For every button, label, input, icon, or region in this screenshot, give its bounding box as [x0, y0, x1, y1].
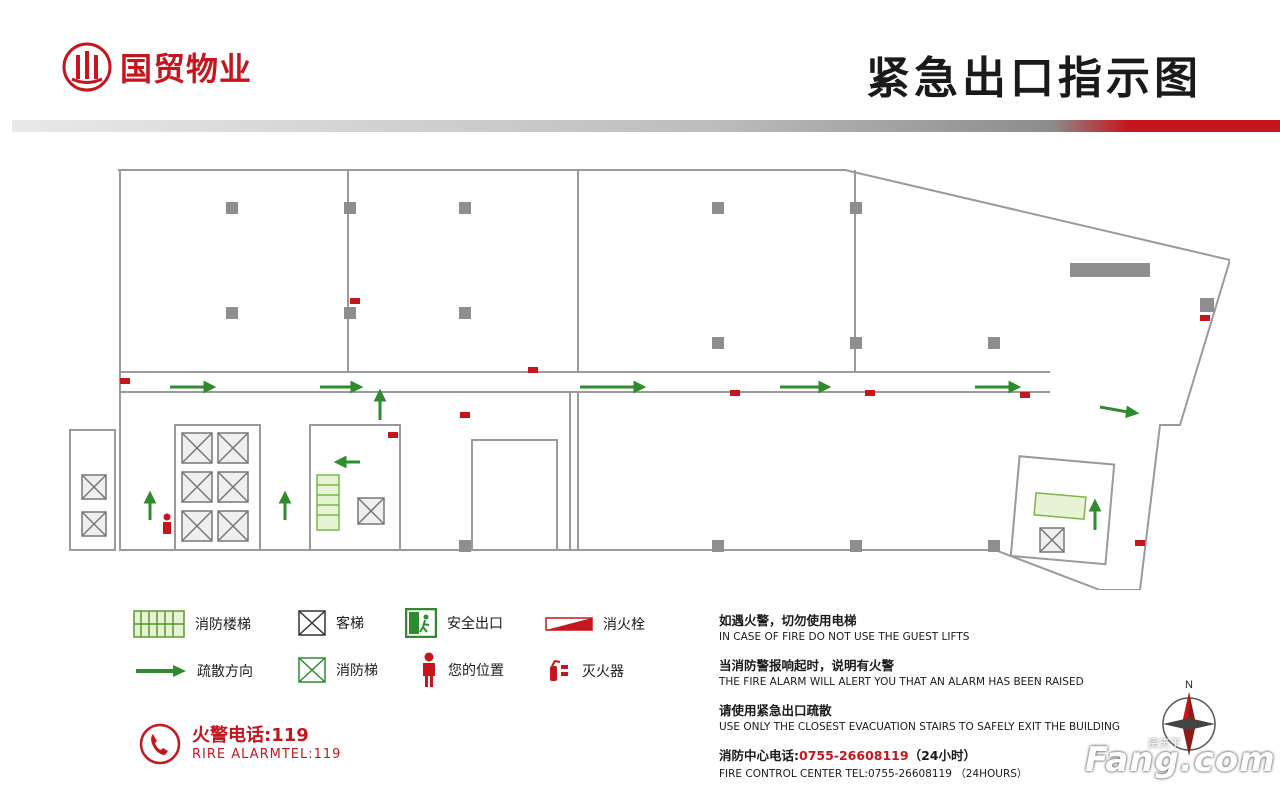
- compass-north-label: N: [1185, 679, 1193, 691]
- structural-columns: [226, 202, 1214, 552]
- legend-you-are-here: 您的位置: [420, 652, 504, 688]
- legend-passenger-lift: 客梯: [298, 610, 364, 636]
- compass-icon: N: [1162, 679, 1216, 756]
- note-4-suffix: （24小时）: [908, 748, 976, 763]
- stair-core-room: [309, 424, 401, 551]
- left-lift-room: [69, 429, 116, 551]
- fire-lift-icon: [298, 657, 326, 683]
- safety-exit-icon: [405, 608, 437, 638]
- fire-stairs-icon: [133, 610, 185, 638]
- legend-evacuation: 疏散方向: [135, 661, 253, 681]
- you-are-here-marker: [163, 513, 171, 534]
- floor-plan: [69, 169, 1230, 590]
- note-1-cn: 如遇火警，切勿使用电梯: [719, 613, 857, 628]
- shaft-room: [471, 439, 558, 551]
- page-title: 紧急出口指示图: [866, 53, 1202, 104]
- watermark: Fang.com: [1085, 740, 1276, 780]
- fire-alarm-block: 火警电话:119 RIRE ALARMTEL:119: [138, 722, 341, 766]
- fire-hydrants: [120, 298, 1210, 546]
- you-are-here-icon: [423, 652, 435, 687]
- fire-extinguisher-icon: [550, 660, 568, 681]
- notes-block: 如遇火警，切勿使用电梯 IN CASE OF FIRE DO NOT USE T…: [719, 602, 1199, 781]
- legend-fire-extinguisher: 灭火器: [548, 660, 624, 682]
- company-logo: 国贸物业: [62, 42, 252, 92]
- fire-hydrant-icon: [545, 617, 593, 631]
- fire-phone-en: RIRE ALARMTEL:119: [192, 747, 342, 762]
- legend-fire-stairs: 消防楼梯: [133, 610, 251, 638]
- company-name: 国贸物业: [120, 50, 253, 88]
- legend-label: 安全出口: [447, 616, 503, 632]
- legend-label: 您的位置: [448, 663, 504, 679]
- legend-label: 消防梯: [336, 663, 378, 679]
- fire-center-number: 0755-26608119: [799, 748, 909, 763]
- note-4-cn: 消防中心电话:0755-26608119（24小时）: [719, 745, 1199, 764]
- lift-core-room: [174, 424, 261, 551]
- watermark-small: 房天下: [1148, 737, 1181, 750]
- legend-label: 灭火器: [582, 664, 624, 680]
- building-outline: [118, 169, 1230, 590]
- legend-label: 消防楼梯: [195, 617, 251, 633]
- note-4-en: FIRE CONTROL CENTER TEL:0755-26608119 （2…: [719, 768, 1028, 780]
- evacuation-routes: [143, 380, 1140, 530]
- legend-fire-lift: 消防梯: [298, 657, 378, 683]
- legend-label: 疏散方向: [197, 664, 253, 680]
- note-3-cn: 请使用紧急出口疏散: [719, 703, 832, 718]
- company-logo-icon: [62, 42, 112, 92]
- phone-icon: [139, 723, 181, 765]
- passenger-lifts: [81, 432, 1065, 553]
- note-2-en: THE FIRE ALARM WILL ALERT YOU THAT AN AL…: [719, 676, 1084, 688]
- legend-label: 客梯: [336, 616, 364, 632]
- legend-fire-hydrant: 消火栓: [545, 614, 645, 634]
- note-2-cn: 当消防警报响起时，说明有火警: [719, 658, 895, 673]
- evacuation-arrow-icon: [136, 665, 186, 677]
- note-3-en: USE ONLY THE CLOSEST EVACUATION STAIRS T…: [719, 721, 1120, 733]
- east-stair-room: [1009, 455, 1116, 566]
- legend-label: 消火栓: [603, 617, 645, 633]
- compass: N: [1158, 676, 1220, 764]
- fire-phone-cn: 火警电话:119: [192, 725, 309, 746]
- passenger-lift-icon: [298, 610, 326, 636]
- note-4-prefix: 消防中心电话:: [719, 748, 799, 763]
- fire-stairs: [316, 474, 1087, 531]
- note-1-en: IN CASE OF FIRE DO NOT USE THE GUEST LIF…: [719, 631, 970, 643]
- legend-safety-exit: 安全出口: [405, 608, 503, 638]
- header-band: [12, 120, 1280, 132]
